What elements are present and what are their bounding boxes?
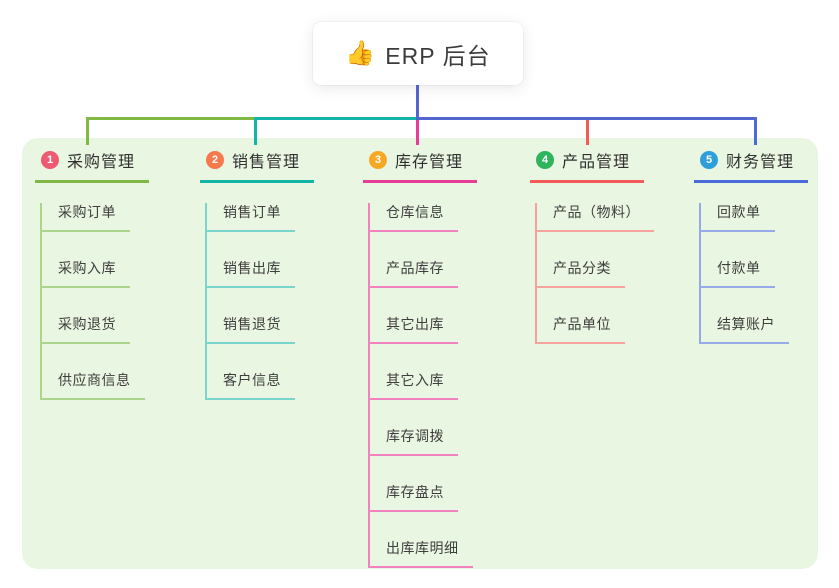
branch-number-badge: 3 — [369, 151, 387, 169]
branch-items: 销售订单销售出库销售退货客户信息 — [205, 203, 295, 400]
root-title: ERP 后台 — [385, 42, 491, 69]
tree-connector-drop-3 — [416, 117, 419, 145]
branch-item[interactable]: 产品分类 — [537, 259, 625, 288]
root-node[interactable]: 👍 ERP 后台 — [313, 22, 523, 85]
branch-items: 采购订单采购入库采购退货供应商信息 — [40, 203, 145, 400]
branch-header-3[interactable]: 3 库存管理 — [363, 148, 478, 183]
branch-title: 销售管理 — [232, 154, 301, 171]
branch-item[interactable]: 采购退货 — [42, 315, 130, 344]
branch-item[interactable]: 库存调拨 — [370, 427, 458, 456]
branch-item[interactable]: 采购入库 — [42, 259, 130, 288]
branch-item[interactable]: 销售退货 — [207, 315, 295, 344]
branch-items: 回款单付款单结算账户 — [699, 203, 789, 344]
branch-item[interactable]: 销售出库 — [207, 259, 295, 288]
branch-item[interactable]: 产品单位 — [537, 315, 625, 344]
branch-item[interactable]: 出库库明细 — [370, 539, 473, 568]
branch-column-5: 5 财务管理回款单付款单结算账户 — [694, 148, 809, 344]
branch-item[interactable]: 产品（物料） — [537, 203, 654, 232]
tree-connector-horizontal-left — [86, 117, 256, 120]
branch-item[interactable]: 产品库存 — [370, 259, 458, 288]
tree-connector-horizontal-mid — [254, 117, 418, 120]
branch-header-5[interactable]: 5 财务管理 — [694, 148, 809, 183]
branch-title: 产品管理 — [562, 154, 631, 171]
branch-items: 仓库信息产品库存其它出库其它入库库存调拨库存盘点出库库明细 — [368, 203, 473, 568]
branch-item[interactable]: 采购订单 — [42, 203, 130, 232]
tree-connector-drop-4 — [586, 117, 589, 145]
thumbs-up-icon: 👍 — [345, 39, 376, 67]
branch-column-4: 4 产品管理产品（物料） 产品分类产品单位 — [530, 148, 654, 344]
tree-connector-horizontal-right — [416, 117, 757, 120]
branch-column-2: 2 销售管理销售订单销售出库销售退货客户信息 — [200, 148, 315, 400]
branch-header-1[interactable]: 1 采购管理 — [35, 148, 150, 183]
branch-header-2[interactable]: 2 销售管理 — [200, 148, 315, 183]
branches-panel — [22, 138, 818, 569]
branch-item[interactable]: 库存盘点 — [370, 483, 458, 512]
branch-item[interactable]: 供应商信息 — [42, 371, 145, 400]
tree-connector-drop-2 — [254, 117, 257, 145]
branch-number-badge: 2 — [206, 151, 224, 169]
branch-item[interactable]: 客户信息 — [207, 371, 295, 400]
tree-connector-drop-1 — [86, 117, 89, 145]
branch-title: 采购管理 — [67, 154, 136, 171]
branch-title: 财务管理 — [726, 154, 795, 171]
branch-item[interactable]: 仓库信息 — [370, 203, 458, 232]
branch-item[interactable]: 付款单 — [701, 259, 775, 288]
branch-item[interactable]: 回款单 — [701, 203, 775, 232]
branch-column-1: 1 采购管理采购订单采购入库采购退货供应商信息 — [35, 148, 150, 400]
branch-title: 库存管理 — [395, 154, 464, 171]
branch-column-3: 3 库存管理仓库信息产品库存其它出库其它入库库存调拨库存盘点出库库明细 — [363, 148, 478, 568]
branch-item[interactable]: 销售订单 — [207, 203, 295, 232]
branch-header-4[interactable]: 4 产品管理 — [530, 148, 645, 183]
tree-connector-root — [416, 85, 419, 120]
branch-number-badge: 4 — [536, 151, 554, 169]
branch-items: 产品（物料） 产品分类产品单位 — [535, 203, 654, 344]
tree-connector-drop-5 — [754, 117, 757, 145]
branch-item[interactable]: 结算账户 — [701, 315, 789, 344]
branch-item[interactable]: 其它出库 — [370, 315, 458, 344]
branch-item[interactable]: 其它入库 — [370, 371, 458, 400]
branch-number-badge: 1 — [41, 151, 59, 169]
branch-number-badge: 5 — [700, 151, 718, 169]
